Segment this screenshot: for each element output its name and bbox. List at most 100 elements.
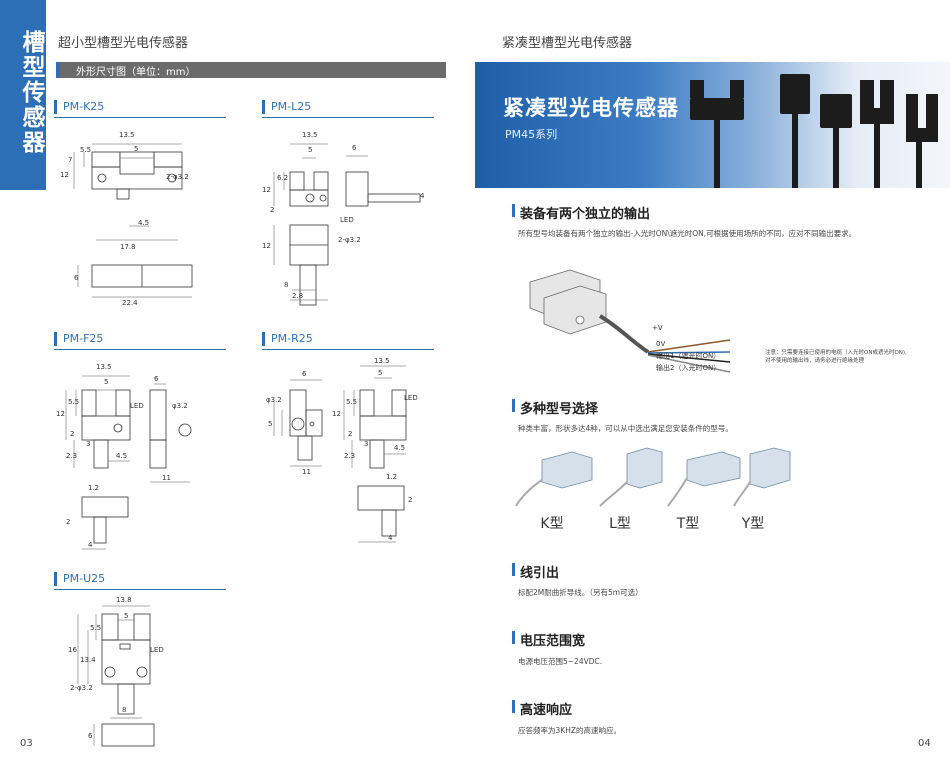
left-page-number: 03 <box>20 738 33 749</box>
heading-rule <box>54 117 226 118</box>
dim-label: 12 <box>60 171 69 179</box>
drawing-f25: 13.5 5 6 12 5.5 LED φ3.2 2 3 2.3 4.5 11 … <box>56 363 192 550</box>
dim-label: 13.5 <box>302 131 318 139</box>
wire-label: 输出1（遮光时ON） <box>656 351 720 360</box>
wire-label: +V <box>652 324 663 332</box>
model-heading-u25: PM-U25 <box>54 572 226 590</box>
type-label-l: L型 <box>609 516 631 532</box>
type-label-t: T型 <box>676 516 700 532</box>
dim-label: 13.8 <box>116 596 132 604</box>
dim-label: 5 <box>268 420 272 428</box>
heading-bar <box>262 332 265 346</box>
type-label-y: Y型 <box>741 516 765 532</box>
dim-label: 8 <box>122 706 126 714</box>
wiring-diagram: +V 0V 输出1（遮光时ON） 输出2（入光时ON） 注意：只需要连接已使用的… <box>529 269 907 373</box>
model-name-l25: PM-L25 <box>271 100 312 113</box>
dim-label: 5.5 <box>68 398 79 406</box>
dim-label: 1.2 <box>88 484 99 492</box>
dim-label: φ3.2 <box>266 396 282 404</box>
dim-label: 11 <box>302 468 311 476</box>
drawing-l25: 13.5 5 6 12 6.2 2 4 LED 2-φ3.2 12 8 2.8 <box>262 131 425 306</box>
section-title: 装备有两个独立的输出 <box>520 207 651 222</box>
heading-rule <box>54 349 226 350</box>
heading-rule <box>262 117 434 118</box>
dim-label: LED <box>340 216 354 224</box>
model-heading-f25: PM-F25 <box>54 332 226 350</box>
drawing-k25: 13.5 5 12 7 5.5 2-φ3.2 4.5 17.8 6 22.4 <box>60 131 193 307</box>
model-types-illustration <box>515 447 791 507</box>
dim-label: 11 <box>162 474 171 482</box>
left-page-title: 超小型槽型光电传感器 <box>58 36 189 51</box>
dim-label: φ3.2 <box>172 402 188 410</box>
heading-bar <box>512 631 515 644</box>
dim-label: 3 <box>86 440 90 448</box>
section-heading-voltage: 电压范围宽 <box>512 630 812 649</box>
dim-label: 2 <box>70 430 74 438</box>
dim-label: 5 <box>134 145 138 153</box>
voltage-description: 电源电压范围5~24VDC. <box>518 657 603 666</box>
dim-label: 8 <box>284 281 288 289</box>
heading-bar <box>54 100 57 114</box>
heading-rule <box>54 589 226 590</box>
right-page-number: 04 <box>918 738 931 749</box>
dim-label: 2-φ3.2 <box>70 684 93 692</box>
model-name-u25: PM-U25 <box>63 572 106 585</box>
drawing-u25: 13.8 5 16 13.4 5.5 LED 2-φ3.2 8 6 <box>68 596 164 747</box>
dim-label: 4.5 <box>394 444 405 452</box>
banner-subtitle: PM45系列 <box>505 128 558 141</box>
model-name-f25: PM-F25 <box>63 332 104 345</box>
section-title: 高速响应 <box>520 703 573 718</box>
model-heading-k25: PM-K25 <box>54 100 226 118</box>
dim-label: 5 <box>104 378 108 386</box>
heading-bar <box>512 204 515 217</box>
side-tab-label: 槽型传感器 <box>18 30 44 155</box>
wiring-note: 对不使用的输出线，请务必进行绝缘处理 <box>765 356 865 364</box>
dim-label: 6 <box>352 144 357 152</box>
dim-label: 4.5 <box>138 219 149 227</box>
dimensions-section-bar: 外形尺寸图（单位：mm） <box>56 62 446 78</box>
banner-title: 紧凑型光电传感器 <box>503 96 679 120</box>
dim-label: 2 <box>348 430 352 438</box>
dim-label: 2.3 <box>66 452 77 460</box>
section-heading-response: 高速响应 <box>512 699 812 718</box>
model-name-r25: PM-R25 <box>271 332 313 345</box>
section-title: 电压范围宽 <box>520 634 586 649</box>
dim-label: 5 <box>378 369 382 377</box>
dim-label: 1.2 <box>386 473 397 481</box>
model-heading-r25: PM-R25 <box>262 332 434 350</box>
dim-label: 2.8 <box>292 292 303 300</box>
response-description: 应答频率为3KHZ的高速响应。 <box>518 726 621 735</box>
dim-label: 6 <box>88 732 93 740</box>
dim-label: 2.3 <box>344 452 355 460</box>
models-description: 种类丰富，形状多达4种，可以从中选出满足您安装条件的型号。 <box>518 424 733 433</box>
dim-label: 2 <box>66 518 70 526</box>
dim-label: 22.4 <box>122 299 138 307</box>
dim-label: 6.2 <box>277 174 288 182</box>
dim-label: 7 <box>68 156 72 164</box>
type-label-k: K型 <box>540 516 564 532</box>
section-heading-outputs: 装备有两个独立的输出 <box>512 203 812 222</box>
heading-bar <box>512 563 515 576</box>
product-photo <box>690 74 938 188</box>
category-side-tab: 槽型传感器 <box>0 0 46 190</box>
dim-label: 12 <box>332 410 341 418</box>
dim-label: 13.5 <box>374 357 390 365</box>
drawing-r25: 13.5 6 5 φ3.2 5 12 5.5 LED 2 3 2.3 4.5 1… <box>266 357 418 543</box>
dim-label: 12 <box>262 242 271 250</box>
section-heading-models: 多种型号选择 <box>512 398 812 417</box>
dim-label: 4.5 <box>116 452 127 460</box>
dim-label: 12 <box>262 186 271 194</box>
dim-label: 12 <box>56 410 65 418</box>
dim-label: 6 <box>302 370 307 378</box>
section-title: 线引出 <box>520 566 560 581</box>
heading-rule <box>262 349 434 350</box>
dim-label: 6 <box>154 375 159 383</box>
heading-bar <box>262 100 265 114</box>
dim-label: LED <box>404 394 418 402</box>
section-bar-label: 外形尺寸图（单位：mm） <box>76 67 196 78</box>
section-heading-cable: 线引出 <box>512 562 812 581</box>
dim-label: 5.5 <box>90 624 101 632</box>
dim-label: LED <box>150 646 164 654</box>
dim-label: 13.4 <box>80 656 96 664</box>
dim-label: 5 <box>308 146 312 154</box>
